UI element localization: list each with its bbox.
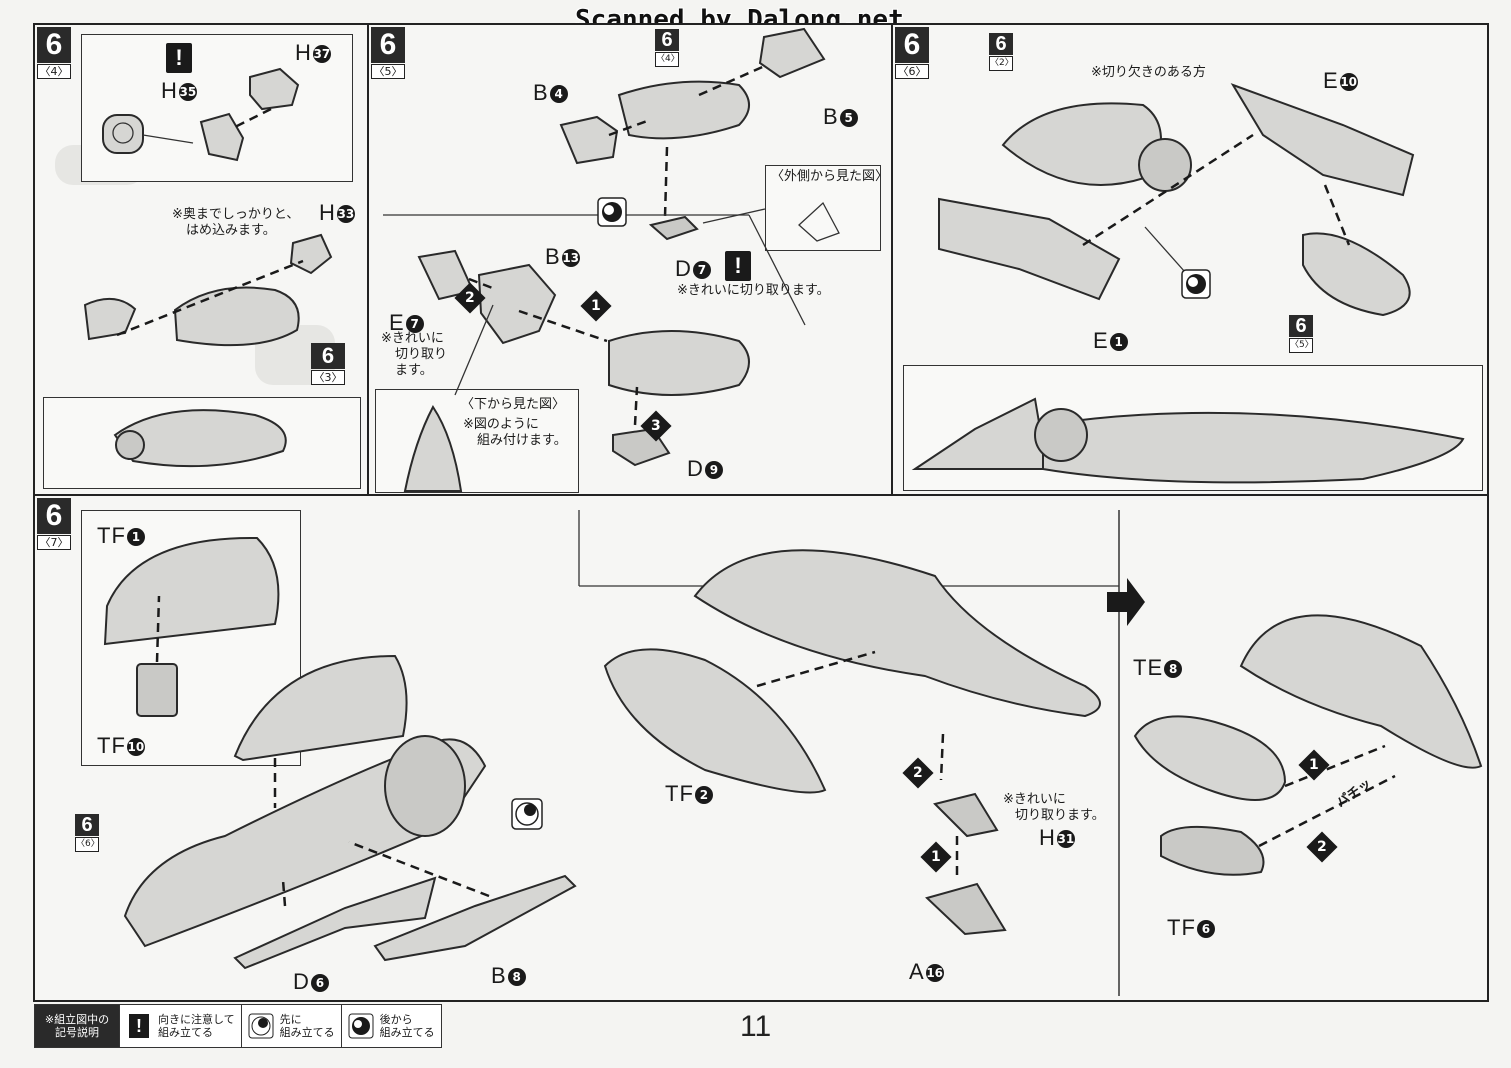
step-badge: 6 〈7〉 [37,498,71,550]
exclamation-icon: ! [126,1013,152,1039]
bottom-view-note: ※図のように 組み付けます。 [463,417,567,448]
ref-step-badge: 6 〈6〉 [75,814,100,852]
assembly-illustration [83,67,333,468]
ref-step-badge: 6 〈2〉 [989,33,1014,71]
outer-view-inset [765,165,881,251]
assembly-illustration [911,83,1465,484]
later-assemble-icon [1181,269,1211,299]
assembly-illustration [383,27,840,492]
first-assemble-icon [511,798,543,830]
first-assemble-icon [248,1013,274,1039]
step-badge: 6 〈5〉 [371,27,405,79]
ref-step-badge: 6 〈3〉 [311,343,345,385]
detail-inset [81,34,353,182]
legend-item-orientation: ! 向きに注意して組み立てる [120,1005,242,1047]
exclamation-icon: ! [725,251,751,281]
h31-cut-note: ※きれいに 切り取ります。 [1003,792,1105,823]
later-assemble-icon [348,1013,374,1039]
bottom-view-caption: 〈下から見た図〉 [461,397,566,412]
e7-cut-note: ※きれいに 切り取り ます。 [381,331,448,378]
ref-step-badge: 6 〈4〉 [655,29,680,67]
legend-item-first: 先に組み立てる [242,1005,342,1047]
symbol-legend: ※組立図中の 記号説明 ! 向きに注意して組み立てる 先に組み立てる 後から組み… [34,1004,442,1048]
notch-side-note: ※切り欠きのある方 [1091,65,1206,80]
legend-item-later: 後から組み立てる [342,1005,441,1047]
later-assemble-icon [597,197,627,227]
outer-view-caption: 〈外側から見た図〉 [771,169,889,184]
page-number: 11 [740,1010,772,1043]
step-badge: 6 〈6〉 [895,27,929,79]
assembly-illustration [103,510,1483,996]
ref-step-badge-2: 6 〈5〉 [1289,315,1314,353]
step-badge: 6 〈4〉 [37,27,71,79]
exclamation-icon: ! [166,43,192,73]
cut-cleanly-note: ※きれいに切り取ります。 [677,283,830,298]
insert-fully-note: ※奥までしっかりと、 はめ込みます。 [172,207,300,238]
